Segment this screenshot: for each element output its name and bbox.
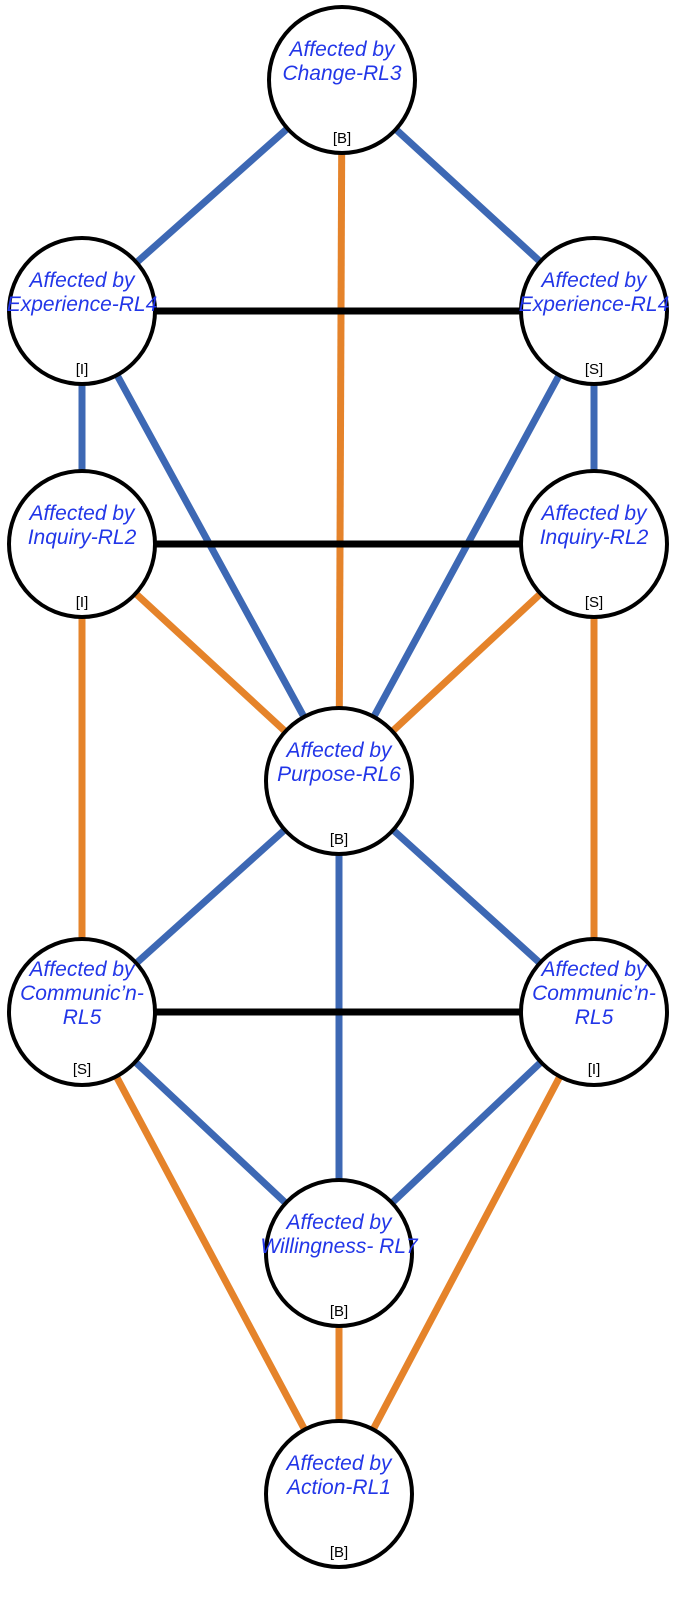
edge-change-rl3-to-purpose-rl6 [335, 79, 346, 782]
node-circle [264, 1178, 414, 1328]
node-circle [267, 5, 417, 155]
node-label-line: Affected by [539, 269, 648, 292]
node-circle [519, 937, 669, 1087]
node-tag: [I] [588, 1061, 601, 1078]
node-label-line: Affected by [539, 502, 648, 525]
node-tag: [I] [76, 594, 89, 611]
node-circle [519, 236, 669, 386]
node-label-line: Affected by [284, 739, 393, 762]
node-label-line: Inquiry-RL2 [540, 526, 649, 549]
node-label-line: Purpose-RL6 [277, 763, 401, 786]
node-tag: [S] [73, 1061, 91, 1078]
node-label-line: Affected by [27, 958, 136, 981]
node-label-line: Affected by [27, 502, 136, 525]
node-label-line: Action-RL1 [285, 1476, 391, 1499]
node-circle [264, 1419, 414, 1569]
node-label-line: Affected by [284, 1452, 393, 1475]
node-tag: [B] [330, 1303, 348, 1320]
node-circle [519, 469, 669, 619]
node-tag: [B] [330, 831, 348, 848]
node-label-line: Affected by [539, 958, 648, 981]
node-label-line: Affected by [287, 38, 396, 61]
node-label-line: Communic’n- [20, 982, 144, 1005]
node-label-line: Affected by [284, 1211, 393, 1234]
node-circle [7, 937, 157, 1087]
node-tag: [B] [330, 1544, 348, 1561]
node-circle [7, 469, 157, 619]
node-label-line: RL5 [63, 1006, 102, 1029]
node-label-line: RL5 [575, 1006, 614, 1029]
node-circle [264, 706, 414, 856]
node-label-line: Experience-RL4 [519, 293, 670, 316]
edge-communicn-rl5-right-to-action-rl1 [335, 1010, 598, 1496]
node-label-line: Communic’n- [532, 982, 656, 1005]
edge-communicn-rl5-left-to-action-rl1 [78, 1010, 343, 1496]
node-circle [7, 236, 157, 386]
node-label-line: Inquiry-RL2 [28, 526, 137, 549]
node-tag: [S] [585, 594, 603, 611]
node-label-line: Change-RL3 [282, 62, 401, 85]
node-label-line: Experience-RL4 [7, 293, 158, 316]
node-tag: [B] [333, 130, 351, 147]
node-label-line: Affected by [27, 269, 136, 292]
node-tag: [I] [76, 361, 89, 378]
node-tag: [S] [585, 361, 603, 378]
node-label-line: Willingness- RL7 [260, 1235, 419, 1258]
